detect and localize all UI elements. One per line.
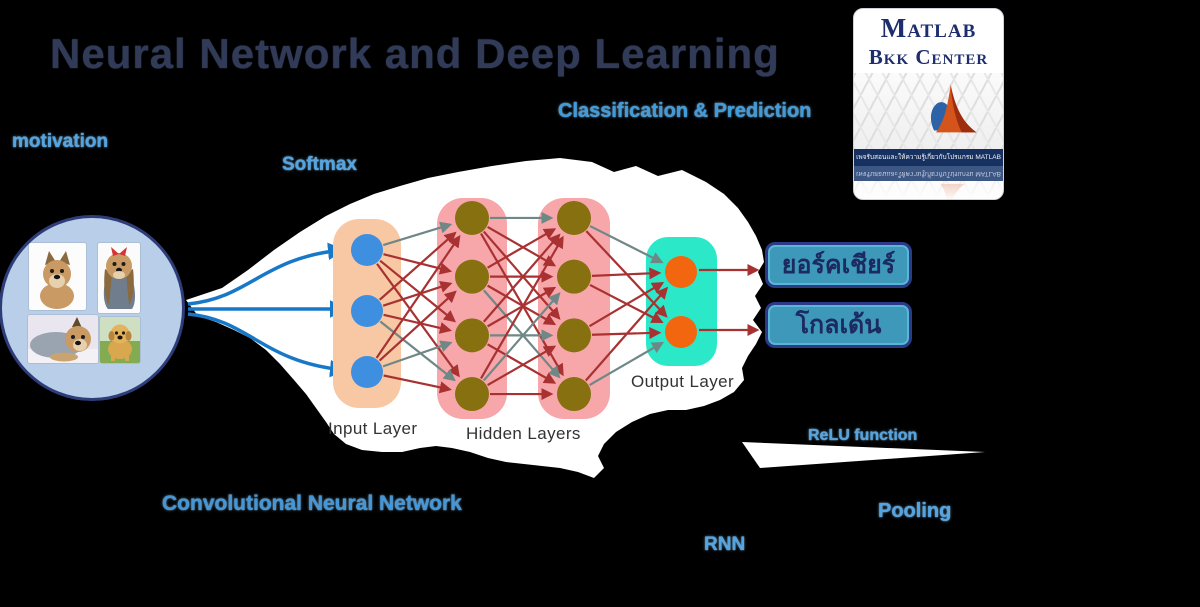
matlab-bkk-center-logo: Matlab Bkk Center เพจรับสอนและให้ความรู้… <box>853 8 1004 200</box>
logo-subtitle: Bkk Center <box>868 45 989 69</box>
page-title: Neural Network and Deep Learning <box>50 30 780 77</box>
caption-input-layer: Input Layer <box>328 419 418 438</box>
neuron-node-output <box>665 316 697 348</box>
neuron-node-input <box>351 356 383 388</box>
neuron-node-hidden-1 <box>455 200 489 235</box>
label-softmax: Softmax <box>282 154 357 175</box>
neuron-node-hidden-1 <box>455 259 489 294</box>
neuron-node-hidden-2 <box>557 259 591 294</box>
cloud-sliver <box>742 442 985 468</box>
label-rnn: RNN <box>704 534 746 555</box>
neuron-node-hidden-2 <box>557 318 591 353</box>
output-class-label: โกลเด้น <box>795 311 882 339</box>
logo-thai-caption: เพจรับสอนและให้ความรู้เกี่ยวกับโปรแกรม M… <box>854 149 1003 166</box>
dog-photo-yorkshire-sitting <box>29 243 86 310</box>
output-class-golden: โกลเด้น <box>765 302 912 348</box>
neuron-node-hidden-2 <box>557 377 591 412</box>
neuron-node-input <box>351 295 383 327</box>
caption-output-layer: Output Layer <box>631 372 735 391</box>
output-class-label: ยอร์คเชียร์ <box>781 251 896 279</box>
dog-photo-golden-puppy <box>100 317 140 363</box>
input-arrow-bottom <box>187 312 348 378</box>
neuron-node-output <box>665 256 697 288</box>
output-class-yorkshire: ยอร์คเชียร์ <box>765 242 912 288</box>
neuron-node-input <box>351 234 383 266</box>
label-convolutional-neural-network: Convolutional Neural Network <box>162 492 462 515</box>
dog-photo-yorkshire-with-bow <box>98 243 140 313</box>
input-arrow-top <box>187 242 346 306</box>
logo-reflection <box>854 181 1003 199</box>
neuron-node-hidden-1 <box>455 318 489 353</box>
neuron-node-hidden-2 <box>557 200 591 235</box>
dog-photo-yorkshire-lying <box>28 315 98 363</box>
matlab-membrane-icon <box>854 73 1003 149</box>
caption-hidden-layers: Hidden Layers <box>466 424 581 443</box>
logo-title: Matlab <box>880 13 977 43</box>
label-motivation: motivation <box>12 131 109 152</box>
label-relu-function: ReLU function <box>808 427 918 444</box>
label-classification-prediction: Classification & Prediction <box>558 100 812 122</box>
neuron-node-hidden-1 <box>455 377 489 412</box>
input-photos-circle <box>0 215 185 401</box>
label-pooling: Pooling <box>878 500 952 522</box>
